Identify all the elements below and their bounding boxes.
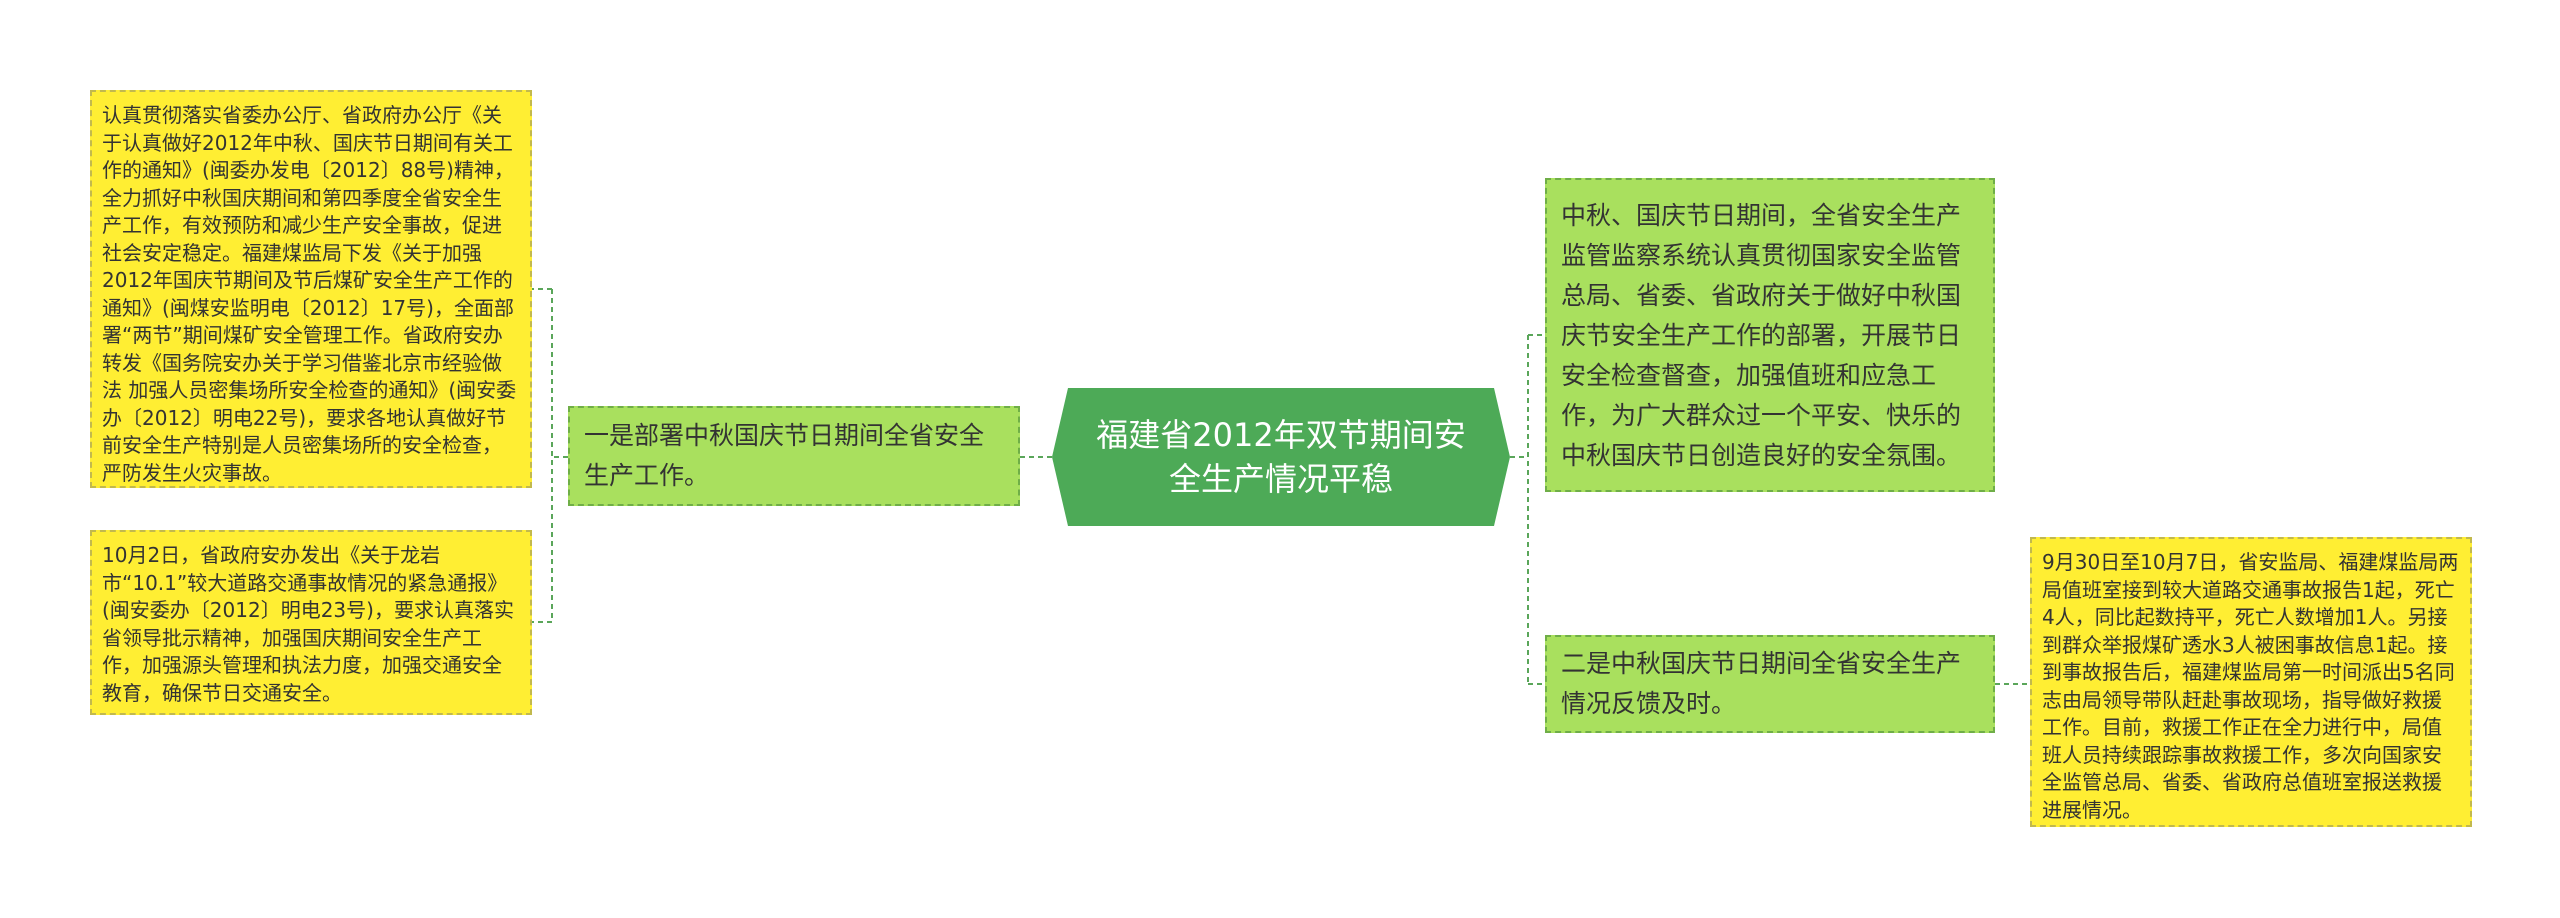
branch-feedback-text: 二是中秋国庆节日期间全省安全生产情况反馈及时。 — [1561, 649, 1962, 718]
leaf-accident-report-text: 9月30日至10月7日，省安监局、福建煤监局两局值班室接到较大道路交通事故报告1… — [2042, 550, 2459, 822]
branch-feedback[interactable]: 二是中秋国庆节日期间全省安全生产情况反馈及时。 — [1545, 635, 1995, 733]
branch-holiday-overview[interactable]: 中秋、国庆节日期间，全省安全生产监管监察系统认真贯彻国家安全监管总局、省委、省政… — [1545, 178, 1995, 492]
leaf-traffic-bulletin[interactable]: 10月2日，省政府安办发出《关于龙岩市“10.1”较大道路交通事故情况的紧急通报… — [90, 530, 532, 715]
connector-left-bracket — [532, 288, 568, 623]
branch-deploy-work-text: 一是部署中秋国庆节日期间全省安全生产工作。 — [584, 421, 985, 490]
leaf-traffic-bulletin-text: 10月2日，省政府安办发出《关于龙岩市“10.1”较大道路交通事故情况的紧急通报… — [102, 543, 514, 705]
central-topic-title: 福建省2012年双节期间安全生产情况平稳 — [1096, 416, 1466, 498]
branch-deploy-work[interactable]: 一是部署中秋国庆节日期间全省安全生产工作。 — [568, 406, 1020, 506]
leaf-notice-details[interactable]: 认真贯彻落实省委办公厅、省政府办公厅《关于认真做好2012年中秋、国庆节日期间有… — [90, 90, 532, 488]
leaf-accident-report[interactable]: 9月30日至10月7日，省安监局、福建煤监局两局值班室接到较大道路交通事故报告1… — [2030, 537, 2472, 827]
central-topic[interactable]: 福建省2012年双节期间安全生产情况平稳 — [1052, 388, 1510, 526]
connector-central-right — [1510, 334, 1545, 685]
leaf-notice-details-text: 认真贯彻落实省委办公厅、省政府办公厅《关于认真做好2012年中秋、国庆节日期间有… — [102, 103, 517, 485]
branch-holiday-overview-text: 中秋、国庆节日期间，全省安全生产监管监察系统认真贯彻国家安全监管总局、省委、省政… — [1561, 201, 1962, 470]
